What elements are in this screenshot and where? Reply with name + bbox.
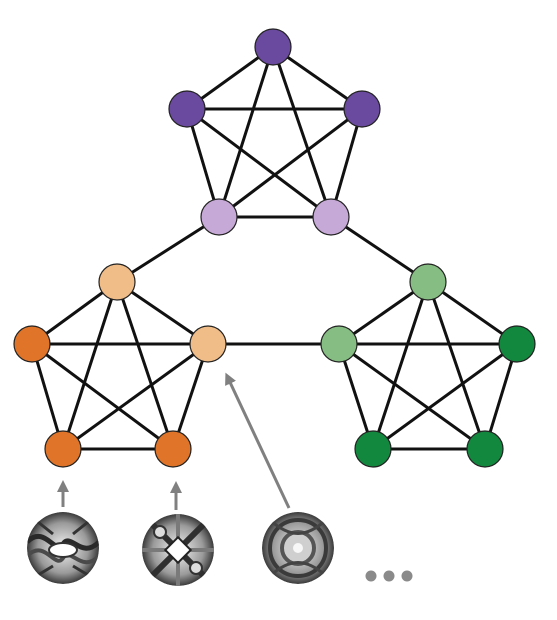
edge-orange [61,280,119,451]
node-green-4 [354,430,392,468]
node-orange-2 [13,325,51,363]
node-purple-1 [254,28,292,66]
ellipsis-icon [365,570,413,582]
edge-green [371,342,519,451]
node-orange-3 [189,325,227,363]
edges [30,45,519,451]
node-green-1 [409,263,447,301]
texture-pattern-icon [27,512,99,584]
edge-purple [185,107,333,219]
edge-purple [217,45,275,219]
edge-green [371,280,430,451]
pattern-input-3 [262,512,334,584]
node-green-3 [498,325,536,363]
edge-orange [30,342,175,451]
pattern-input-2 [142,514,214,586]
node-purple-4 [200,198,238,236]
edge-orange [61,342,210,451]
nodes [13,28,536,468]
edge-purple-green [329,215,430,284]
node-green-2 [320,325,358,363]
edge-orange [115,280,175,451]
edge-purple [329,107,364,219]
texture-pattern-icon [262,512,334,584]
edge-purple [217,107,364,219]
edge-purple [185,107,221,219]
node-green-5 [466,430,504,468]
input-arrows [57,372,291,510]
edge-green [337,342,487,451]
texture-pattern-icon [142,514,214,586]
node-purple-2 [168,90,206,128]
edge-green [426,280,487,451]
node-orange-1 [98,263,136,301]
pattern-input-1 [27,512,99,584]
node-purple-3 [343,90,381,128]
node-orange-4 [44,430,82,468]
node-orange-5 [154,430,192,468]
node-purple-5 [312,198,350,236]
edge-purple [271,45,333,219]
edge-purple-orange [115,215,221,284]
arrow-3 [225,372,291,509]
